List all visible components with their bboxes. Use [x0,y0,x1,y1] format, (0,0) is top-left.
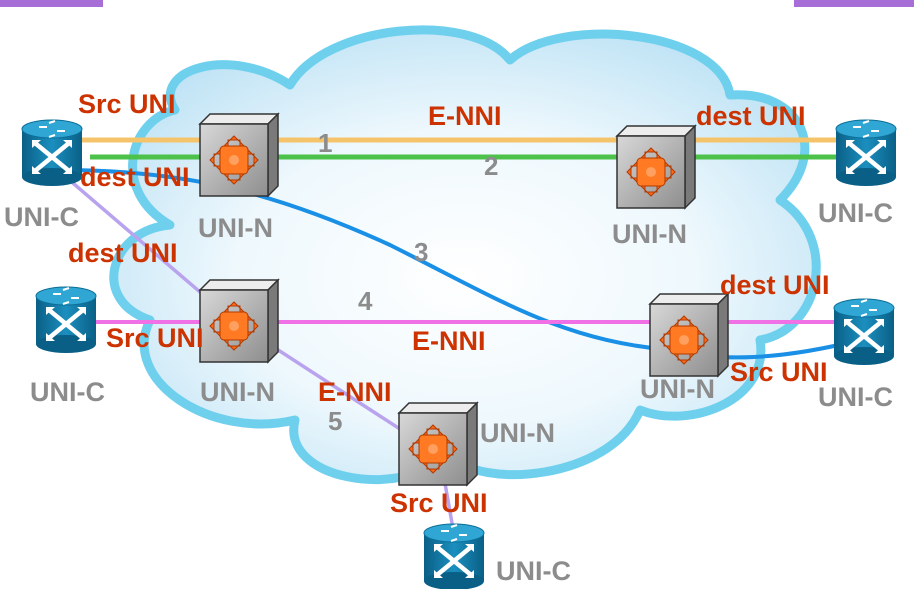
line-5 [58,170,457,541]
router-icon-top-right [836,120,896,186]
dest-uni-label: dest UNI [696,101,806,131]
src-uni-label: Src UNI [390,488,488,518]
switch-icon-bottom [398,402,478,486]
switch-icon-middle-left [199,279,279,363]
router-icon-top-left [22,120,82,186]
uni-n-label: UNI-N [198,213,273,243]
uni-n-label: UNI-N [200,377,275,407]
corner-bar-right [794,0,914,7]
connection-number-5: 5 [328,406,342,436]
corner-bar-left [0,0,103,7]
switch-icon-top-right [616,125,696,209]
uni-c-label: UNI-C [496,556,571,586]
dest-uni-label: dest UNI [720,270,830,300]
connection-number-3: 3 [414,237,428,267]
uni-c-label: UNI-C [818,198,893,228]
uni-n-label: UNI-N [480,418,555,448]
router-icon-bottom [424,524,484,589]
uni-c-label: UNI-C [818,382,893,412]
src-uni-label: Src UNI [106,323,204,353]
connection-number-1: 1 [318,128,332,158]
e-nni-label: E-NNI [318,377,392,407]
e-nni-label: E-NNI [428,101,502,131]
src-uni-label: Src UNI [730,357,828,387]
dest-uni-label: dest UNI [80,162,190,192]
router-icon-middle-right [834,299,894,365]
uni-c-label: UNI-C [30,377,105,407]
uni-c-label: UNI-C [4,202,79,232]
switch-icon-middle-right [649,293,729,377]
router-icon-middle-left [36,287,96,353]
dest-uni-label: dest UNI [68,238,178,268]
uni-n-label: UNI-N [612,219,687,249]
connection-number-4: 4 [358,286,373,316]
src-uni-label: Src UNI [78,89,176,119]
uni-n-label: UNI-N [640,374,715,404]
connection-number-2: 2 [484,151,498,181]
switch-icon-top-left [199,113,279,197]
e-nni-label: E-NNI [412,326,486,356]
